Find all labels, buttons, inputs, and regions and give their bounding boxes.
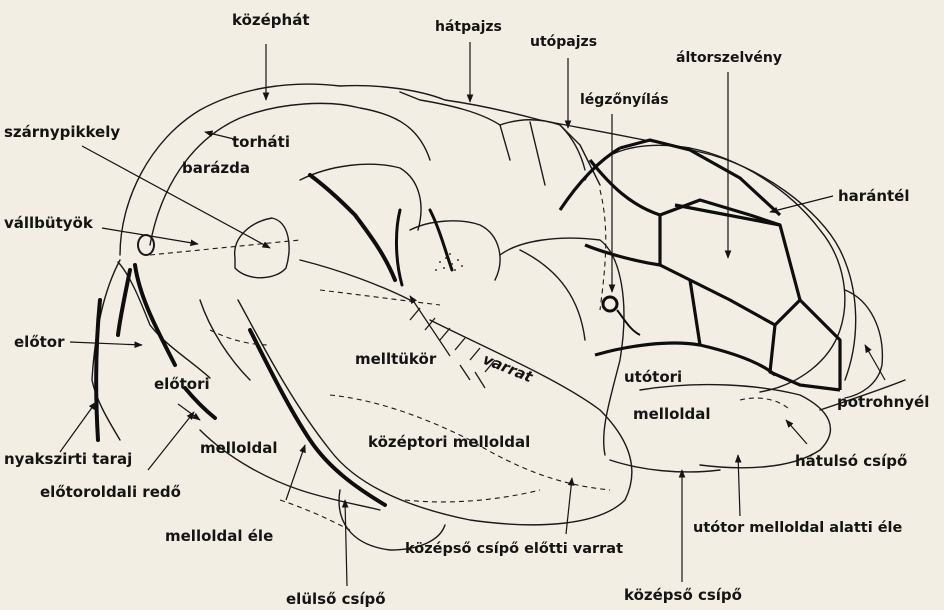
label-kozepso-csipo-varrat: középső csípő előtti varrat [405, 540, 623, 558]
label-kozeptori-melloldal: középtori melloldal [368, 433, 530, 451]
label-harantel: harántél [838, 187, 909, 205]
label-hatpajzs: hátpajzs [435, 18, 502, 36]
label-elotor: előtor [14, 333, 65, 351]
label-hatulso-csipo: hátulsó csípő [795, 452, 907, 470]
label-szarnypikkely: szárnypikkely [4, 123, 120, 141]
label-legzonyilas: légzőnyílás [580, 91, 669, 109]
label-utotor-alatti-ele: utótor melloldal alatti éle [693, 519, 902, 537]
label-altorszelveny: áltorszelvény [676, 49, 782, 67]
label-utotori: utótori [624, 368, 682, 386]
spiracle [603, 297, 617, 311]
label-elotori: előtori [154, 375, 210, 393]
label-barazda: barázda [182, 159, 250, 177]
label-melloldal-ele: melloldal éle [165, 527, 273, 545]
wing-scale-shape [235, 218, 289, 278]
label-kozepso-csipo: középső csípő [624, 586, 742, 604]
label-utotori-melloldal: melloldal [633, 405, 711, 423]
label-torhati: torháti [232, 133, 290, 151]
label-kozephat: középhát [232, 11, 310, 29]
label-utopajzs: utópajzs [530, 33, 597, 51]
label-melloldal: melloldal [200, 439, 278, 457]
label-potrohnyel: potrohnyél [837, 393, 929, 411]
label-elotoroldali-redo: előtoroldali redő [40, 483, 181, 501]
label-vallbutyok: vállbütyök [4, 214, 93, 232]
label-melltukor: melltükör [355, 350, 436, 368]
pronotal-ridge [135, 265, 175, 365]
humeral-tubercle [138, 235, 154, 255]
label-elulso-csipo: elülső csípő [286, 590, 386, 608]
dorsal-outline [120, 84, 856, 380]
label-nyakszirti-taraj: nyakszirti taraj [4, 450, 132, 468]
